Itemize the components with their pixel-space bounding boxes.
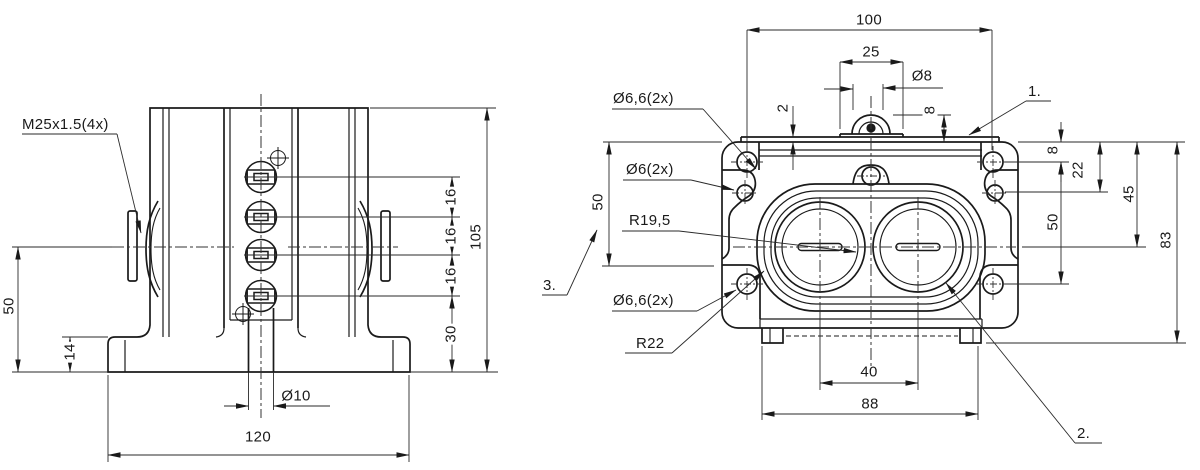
- datum-target-icon: [232, 147, 289, 325]
- callout-radius-19-5: R19,5: [629, 212, 671, 229]
- dim-pitch-16-1: 16: [442, 186, 460, 208]
- front-view-dimensions: [12, 107, 498, 462]
- dim-overall-105: 105: [467, 222, 485, 252]
- dim-step-2: 2: [774, 101, 792, 115]
- front-view-part: [107, 107, 411, 373]
- dim-width-100: 100: [856, 11, 882, 29]
- dim-body-88: 88: [861, 395, 879, 413]
- dim-width-120: 120: [245, 428, 271, 446]
- top-view-dimensions: [542, 27, 1186, 444]
- dim-right-83: 83: [1157, 229, 1175, 251]
- dim-base-14: 14: [61, 341, 79, 363]
- callout-thread-m25: M25x1.5(4x): [22, 116, 109, 133]
- top-view-part: [721, 114, 1019, 344]
- dim-dome-dia-8: Ø8: [911, 67, 933, 85]
- dim-dome-height-8: 8: [921, 103, 939, 117]
- note-ref-2: 2.: [1077, 425, 1091, 442]
- dim-right-8: 8: [1044, 143, 1062, 157]
- dim-left-50: 50: [589, 191, 607, 213]
- dim-pitch-16-3: 16: [442, 265, 460, 287]
- dim-bottom-30: 30: [442, 323, 460, 345]
- dim-right-22: 22: [1069, 159, 1087, 181]
- top-view-centerlines: [731, 96, 1016, 366]
- dim-right-50: 50: [1044, 211, 1062, 233]
- dim-right-45: 45: [1120, 183, 1138, 205]
- note-ref-1: 1.: [1028, 83, 1042, 100]
- callout-dia-6: Ø6(2x): [626, 161, 674, 178]
- front-view-centerlines: [112, 94, 398, 418]
- dim-pitch-16-2: 16: [442, 225, 460, 247]
- callout-dia-6-6-bottom: Ø6,6(2x): [613, 292, 674, 309]
- dim-tab-25: 25: [862, 43, 880, 61]
- note-ref-3: 3.: [543, 277, 557, 294]
- callout-radius-22: R22: [636, 335, 665, 352]
- callout-dia-6-6-top: Ø6,6(2x): [613, 90, 674, 107]
- dim-center-40: 40: [860, 363, 878, 381]
- dim-height-50: 50: [0, 295, 18, 317]
- dim-hole-dia-10: Ø10: [281, 387, 311, 405]
